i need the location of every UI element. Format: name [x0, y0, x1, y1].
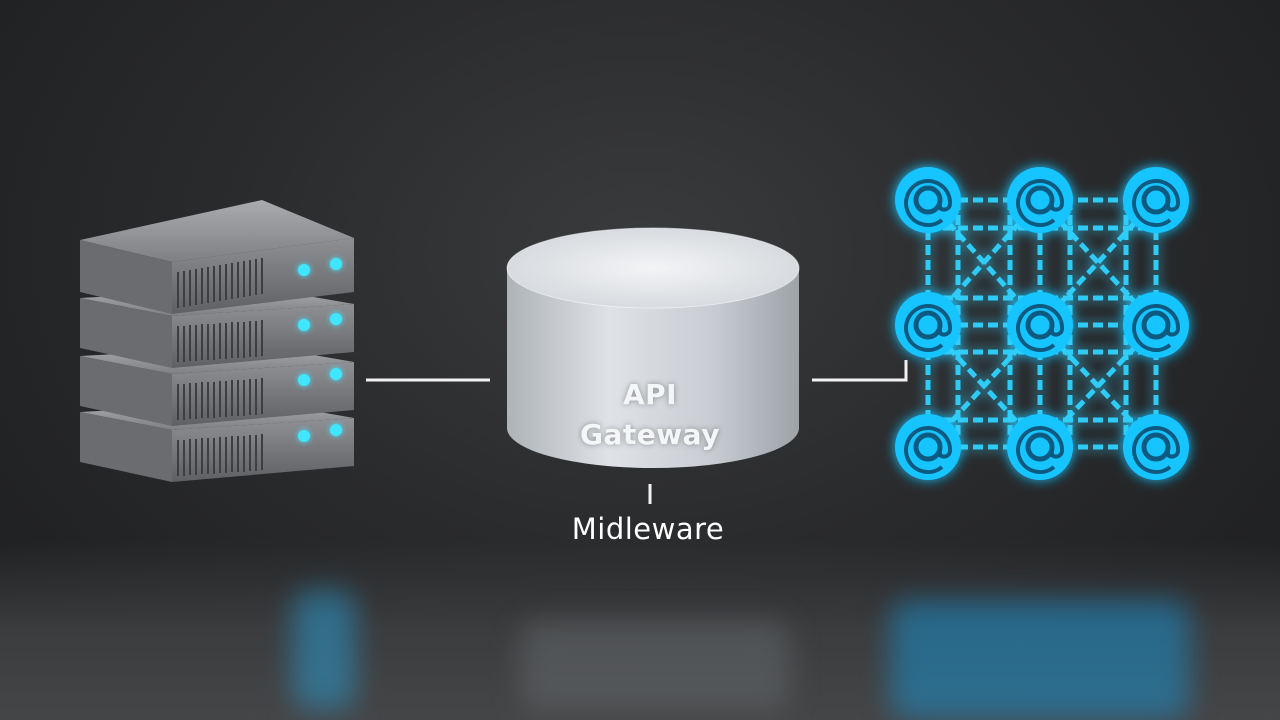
server-unit — [80, 346, 354, 426]
floor-reflection — [0, 540, 1280, 720]
server-unit — [80, 200, 354, 314]
at-sign-icon — [1007, 414, 1073, 480]
at-sign-icon — [1007, 167, 1073, 233]
at-sign-icon — [1123, 292, 1189, 358]
server-stack-icon — [80, 200, 354, 482]
at-sign-icon — [1123, 414, 1189, 480]
gateway-reflection — [520, 620, 790, 710]
at-sign-icon — [1123, 167, 1189, 233]
database-cylinder-icon — [506, 227, 800, 468]
network-mesh-icon — [895, 167, 1189, 480]
connector-right — [812, 360, 908, 382]
at-sign-icon — [895, 167, 961, 233]
at-sign-icon — [895, 414, 961, 480]
mesh-reflection — [890, 600, 1190, 720]
gateway-title-line1: API — [622, 378, 678, 411]
middleware-label: Midleware — [571, 512, 725, 546]
server-led-reflection — [292, 590, 356, 710]
gateway-title-line2: Gateway — [580, 418, 720, 451]
at-sign-icon — [895, 292, 961, 358]
mesh-nodes — [895, 167, 1189, 480]
at-sign-icon — [1007, 292, 1073, 358]
